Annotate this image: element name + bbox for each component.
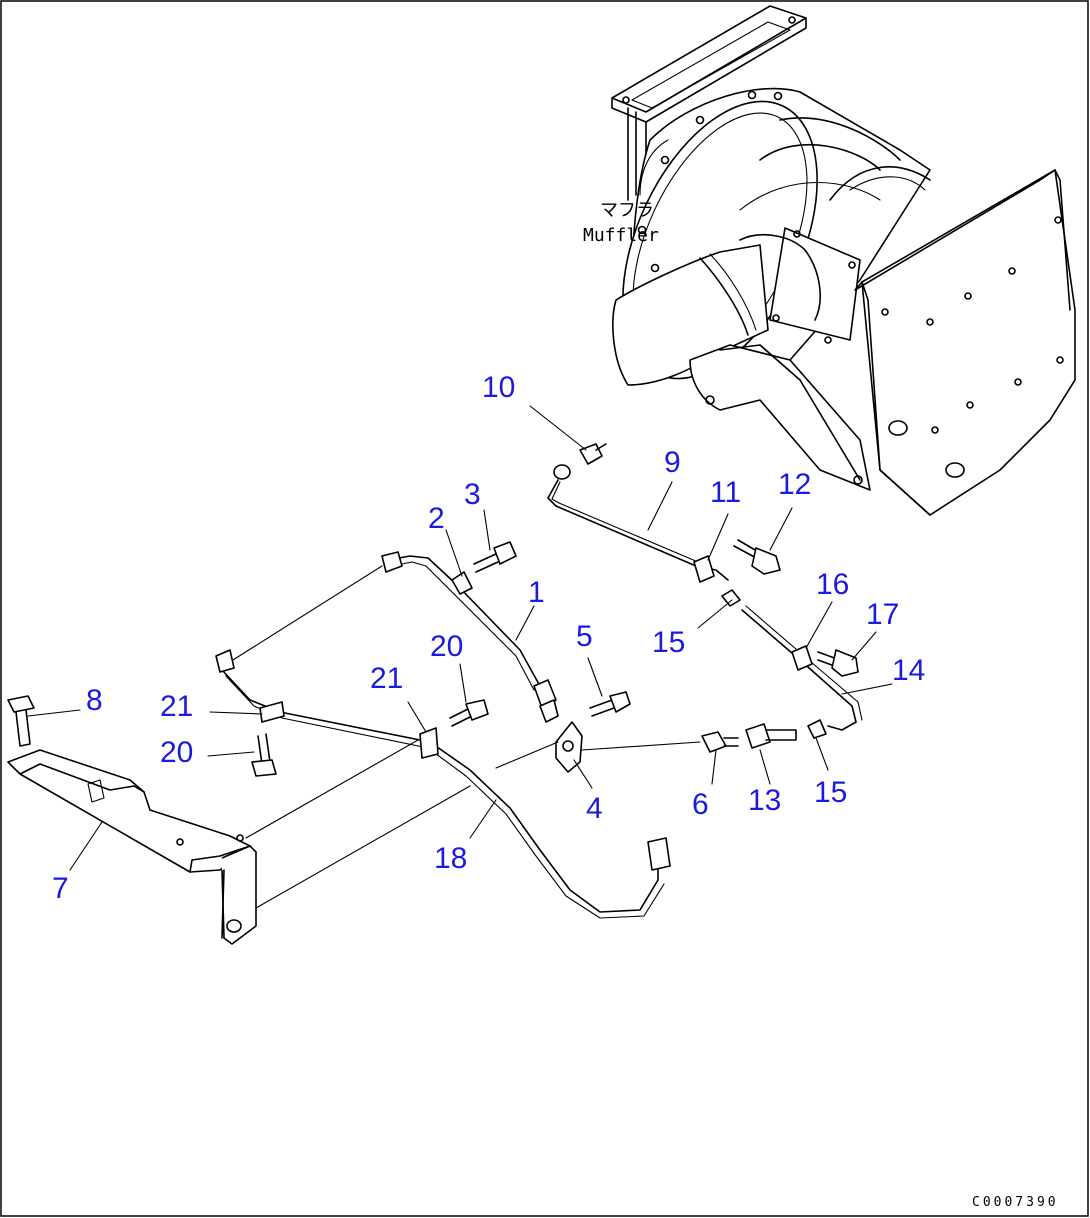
tube-9 (547, 479, 729, 581)
callout-10: 10 (482, 371, 515, 404)
callout-9: 9 (664, 446, 681, 479)
callout-4: 4 (586, 792, 603, 825)
muffler-label-en: Muffler (583, 225, 659, 246)
clamp-11 (693, 555, 715, 583)
callout-15-upper: 15 (652, 626, 685, 659)
callout-3: 3 (464, 478, 481, 511)
callout-21-right: 21 (370, 662, 403, 695)
connector-13 (745, 723, 797, 749)
callout-20-lower: 20 (160, 736, 193, 769)
callout-16: 16 (816, 568, 849, 601)
clamp-21-left (259, 701, 285, 723)
callout-12: 12 (778, 468, 811, 501)
bolt-8 (7, 695, 35, 747)
callout-6: 6 (692, 788, 709, 821)
clamp-16 (791, 645, 813, 671)
clamp-2 (451, 571, 473, 595)
callout-5: 5 (576, 620, 593, 653)
callout-20-upper: 20 (430, 630, 463, 663)
callout-1: 1 (528, 576, 545, 609)
bolt-20-lower (251, 733, 277, 777)
callout-18: 18 (434, 842, 467, 875)
callout-2: 2 (428, 502, 445, 535)
muffler-assembly (611, 5, 1076, 516)
callout-13: 13 (748, 784, 781, 817)
callouts: 10 9 11 12 3 2 1 16 17 5 15 20 14 21 8 2… (52, 371, 925, 905)
fitting-10 (553, 443, 607, 480)
bolt-5 (589, 691, 631, 717)
bolt-3 (473, 541, 517, 573)
fitting-15-upper (721, 589, 741, 607)
callout-7: 7 (52, 872, 69, 905)
bolt-12 (733, 539, 781, 575)
callout-21-left: 21 (160, 690, 193, 723)
bolt-17 (817, 649, 859, 677)
muffler-label-jp: マフラ (600, 200, 654, 221)
bracket-7 (7, 749, 257, 945)
drawing-code: C0007390 (972, 1195, 1059, 1210)
leader-lines (27, 405, 893, 871)
bolt-20-upper (449, 699, 489, 727)
tube-14 (741, 609, 857, 731)
callout-14: 14 (892, 654, 925, 687)
bracket-4 (555, 721, 583, 773)
fitting-15-lower (807, 719, 827, 739)
callout-11: 11 (710, 476, 741, 509)
callout-8: 8 (86, 684, 103, 717)
clamp-21-right (419, 727, 439, 759)
callout-15-lower: 15 (814, 776, 847, 809)
callout-17: 17 (866, 598, 899, 631)
sensor-6 (701, 731, 739, 753)
